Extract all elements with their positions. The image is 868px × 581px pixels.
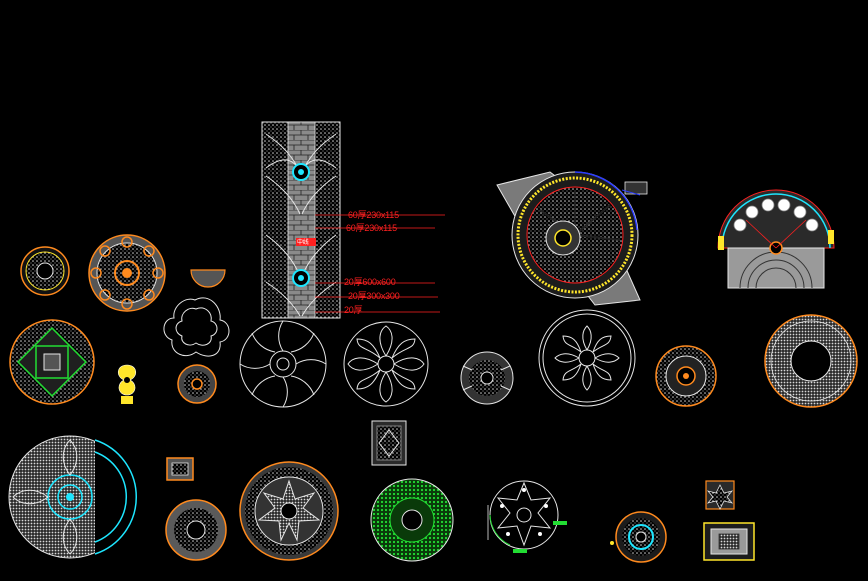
medallion-small-ring [177, 364, 217, 404]
small-square-tile [166, 457, 194, 481]
large-hatched-ring [764, 314, 858, 408]
strip-label-2c: 20厚 [344, 305, 363, 315]
small-ornament [118, 364, 136, 404]
lotus-circle [538, 309, 636, 407]
gear-medallion [460, 351, 514, 405]
petal-pattern-circle [343, 321, 429, 407]
star-rosette-circle [239, 461, 339, 561]
paving-strip [261, 121, 445, 319]
medallion-bottom-small [165, 499, 227, 561]
green-hatched-ring [370, 478, 454, 562]
ornamental-square-tile [371, 420, 407, 466]
spiral-feature [496, 171, 648, 306]
framed-square-tile [703, 522, 755, 561]
square-in-circle-medallion [9, 319, 95, 405]
strip-label-1a: 60厚230x115 [348, 210, 399, 220]
half-medallion [190, 269, 226, 288]
medallion-small-orange [20, 246, 70, 296]
strip-label-2b: 20厚300x300 [348, 291, 400, 301]
large-petal-ring [8, 435, 138, 559]
strip-label-2a: 20厚600x600 [344, 277, 396, 287]
arc-pattern-circle [239, 320, 327, 408]
medallion-orange-rosette [88, 234, 166, 312]
semicircle-fan [717, 189, 835, 289]
strip-label-1b: 60厚230x115 [346, 223, 397, 233]
orange-ring-medallion [655, 345, 717, 407]
strip-center-mark: 中线 [297, 240, 309, 246]
quatrefoil-outline [163, 297, 230, 357]
star-outline-medallion [487, 480, 567, 553]
cyan-ring-medallion [610, 511, 667, 563]
small-star-tile [705, 480, 735, 510]
